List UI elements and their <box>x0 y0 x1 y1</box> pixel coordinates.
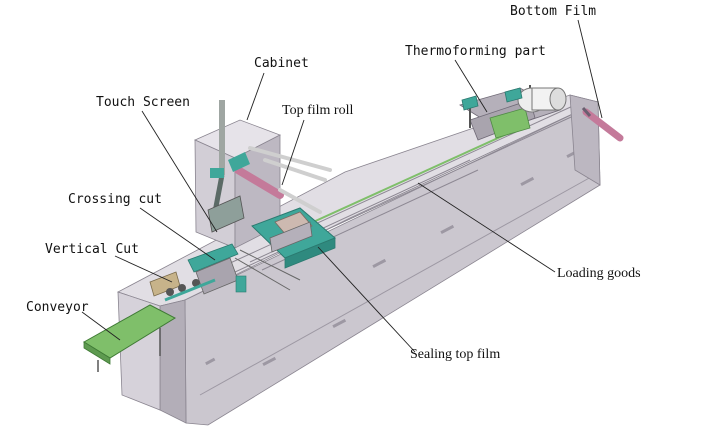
label-top-film-roll: Top film roll <box>282 103 354 118</box>
vertical-cut-unit <box>149 271 216 302</box>
front-bottom-line <box>199 171 601 396</box>
conveyor-belt <box>83 304 177 372</box>
bottom-film-roll <box>581 107 624 142</box>
label-cabinet: Cabinet <box>254 56 309 71</box>
label-sealing-top-film: Sealing top film <box>410 347 501 362</box>
leader-top-film-roll <box>281 119 305 186</box>
leader-lines <box>81 19 603 353</box>
leader-thermoforming <box>454 59 488 113</box>
label-crossing-cut: Crossing cut <box>68 192 162 207</box>
top-film-roll <box>228 146 332 214</box>
thermoforming-station <box>459 85 567 141</box>
label-bottom-film: Bottom Film <box>510 4 597 19</box>
leader-touch-screen <box>141 110 218 233</box>
leader-crossing-cut <box>139 207 216 261</box>
leader-bottom-film <box>577 19 603 119</box>
label-vertical-cut: Vertical Cut <box>45 242 139 257</box>
label-loading-goods: Loading goods <box>557 266 641 281</box>
sealing-station <box>234 207 336 291</box>
label-touch-screen: Touch Screen <box>96 95 190 110</box>
green-guide <box>299 127 521 229</box>
leader-vertical-cut <box>114 255 173 283</box>
leader-sealing-top-film <box>317 246 416 353</box>
leader-loading-goods <box>417 182 556 273</box>
touch-screen-post <box>207 100 245 233</box>
label-thermoforming-part: Thermoforming part <box>405 44 546 59</box>
leader-conveyor <box>81 311 121 341</box>
label-conveyor: Conveyor <box>26 300 89 315</box>
leader-cabinet <box>246 72 265 121</box>
